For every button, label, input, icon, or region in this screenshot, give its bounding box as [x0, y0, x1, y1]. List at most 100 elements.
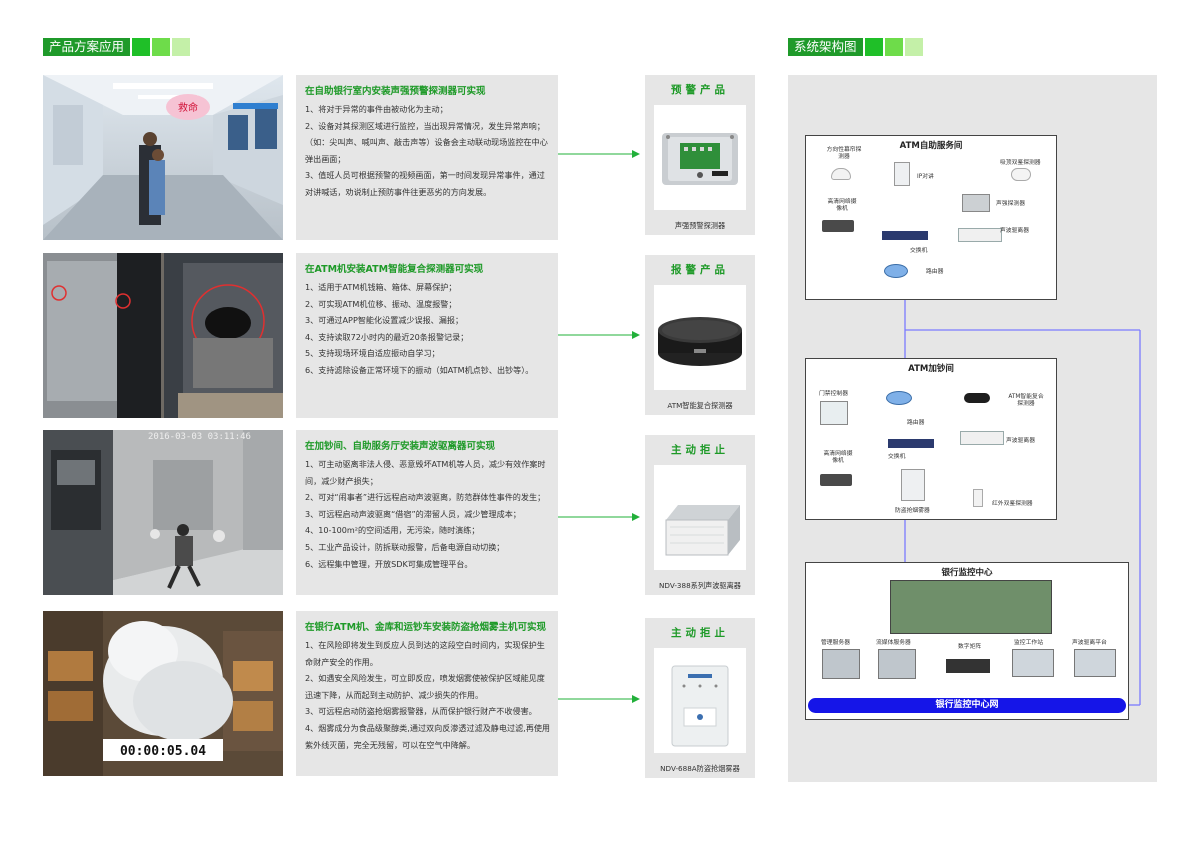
device-label: ATM智能复合探测器 — [1008, 394, 1044, 407]
monitoring-network-bus: 银行监控中心网 — [808, 698, 1126, 713]
product-name: ATM智能复合探测器 — [667, 401, 733, 410]
router-icon — [884, 264, 908, 278]
device-label: 吸顶双鉴探测器 — [1000, 160, 1041, 166]
case-title: 在ATM机安装ATM智能复合探测器可实现 — [305, 264, 484, 275]
product-category: 主动拒止 — [671, 444, 729, 456]
server-icon — [878, 649, 916, 679]
device-label: 声波驱离器 — [1006, 438, 1035, 444]
sonic-repeller-icon — [958, 228, 1002, 242]
device-label: 管理服务器 — [821, 640, 850, 646]
sound-detector-icon — [962, 194, 990, 212]
product-card: 主动拒止 NDV-688A防盗抢烟雾器 — [645, 618, 755, 778]
product-card: 主动拒止 NDV-388系列声波驱离器 — [645, 435, 755, 595]
photo-smoke-warehouse: 00:00:05.04 — [43, 611, 283, 776]
infrared-detector-icon — [973, 489, 983, 507]
header-square — [864, 38, 883, 56]
section-header-architecture: 系统架构图 — [788, 38, 923, 56]
case-line: 4、支持读取72小时内的最近20条报警记录； — [305, 331, 469, 342]
product-name: NDV-388系列声波驱离器 — [659, 581, 741, 590]
product-card: 预警产品 声强预警探测器 — [645, 75, 755, 235]
device-label: 门禁控制器 — [819, 391, 848, 397]
section-title: 产品方案应用 — [43, 38, 131, 56]
device-label: 流媒体服务器 — [876, 640, 911, 646]
room-title: ATM自助服务间 — [899, 141, 963, 151]
device-label: 声波驱离器 — [1000, 228, 1029, 234]
product-category: 主动拒止 — [671, 627, 729, 639]
header-square — [152, 38, 171, 56]
case-card: 在加钞间、自助服务厅安装声波驱离器可实现 1、可主动驱离非法人侵、恶意毁坏ATM… — [296, 430, 558, 595]
header-square — [132, 38, 151, 56]
device-label: 交换机 — [888, 454, 906, 460]
ip-intercom-icon — [894, 162, 910, 186]
case-line: 1、适用于ATM机钱箱、箱体、屏幕保护； — [305, 282, 457, 292]
case-card: 在银行ATM机、金库和运钞车安装防盗抢烟雾主机可实现 1、在风险即将发生到反应人… — [296, 611, 558, 776]
center-title: 银行监控中心 — [941, 568, 993, 578]
device-label: 高清网络摄像机 — [823, 451, 853, 464]
case-line: 3、可远程启动防盗抢烟雾报警器，从而保护银行财产不收侵害。 — [305, 706, 537, 717]
switch-icon — [888, 439, 934, 448]
case-line: 2、可对“闹事者”进行远程启动声波驱离，防范群体性事件的发生； — [305, 492, 546, 503]
digital-matrix-icon — [946, 659, 990, 673]
case-card: 在自助银行室内安装声强预警探测器可实现 1、将对于异常的事件由被动化为主动； 2… — [296, 75, 558, 240]
router-icon — [886, 391, 912, 405]
device-label: 路由器 — [926, 269, 944, 275]
sonic-repeller-icon — [960, 431, 1004, 445]
bank-monitoring-center: 银行监控中心 — [805, 562, 1129, 720]
arrow-right-icon — [558, 150, 640, 158]
case-line: 2、可实现ATM机位移、振动、温度报警； — [305, 298, 457, 309]
case-line: 2、如遇安全风险发生，可立即反应，喷发烟雾使被保护区域能见度迅速下降，从而起到主… — [305, 673, 545, 700]
access-controller-icon — [820, 401, 848, 425]
case-line: 3、可通过APP智能化设置减少误报、漏报； — [305, 315, 464, 326]
case-line: 4、烟雾成分为食品级聚醇类,通过双向反渗透过滤及静电过滤,再使用紫外线灭菌，完全… — [305, 722, 551, 750]
case-title: 在加钞间、自助服务厅安装声波驱离器可实现 — [305, 441, 496, 452]
video-wall-image — [890, 580, 1052, 634]
photo-atm-machine — [43, 253, 283, 418]
device-label: 高清网络摄像机 — [827, 199, 857, 212]
device-label: 方向性幕帘探测器 — [826, 147, 862, 160]
atm-cash-room: ATM加钞间 — [805, 358, 1057, 520]
server-icon — [822, 649, 860, 679]
arrow-right-icon — [558, 331, 640, 339]
photo-cctv-cash-room: 2016-03-03 03:11:46 — [43, 430, 283, 595]
sonic-repeller-image — [654, 465, 746, 570]
workstation-icon — [1012, 649, 1054, 677]
product-name: 声强预警探测器 — [674, 221, 726, 230]
camera-icon — [822, 220, 854, 232]
device-label: 路由器 — [907, 420, 925, 426]
smoke-generator-image — [654, 648, 746, 753]
case-line: 1、在风险即将发生到反应人员到达的这段空白时间内，实现保护生命财产安全的作用。 — [305, 640, 545, 667]
photo-self-service-bank: 救命 — [43, 75, 283, 240]
product-card: 报警产品 ATM智能复合探测器 — [645, 255, 755, 415]
product-category: 预警产品 — [671, 84, 729, 96]
case-line: 2、设备对其探测区域进行监控，当出现异常情况，发生异常声响；（如：尖叫声、喊叫声… — [305, 120, 548, 164]
sound-detector-image — [654, 105, 746, 210]
cctv-timestamp: 2016-03-03 03:11:46 — [148, 432, 251, 442]
case-line: 3、值班人员可根据预警的视频画面，第一时间发现异常事件，通过对讲喊话，劝说制止预… — [305, 170, 545, 197]
device-label: 防盗抢烟雾器 — [895, 508, 930, 514]
curtain-detector-icon — [831, 168, 851, 180]
help-bubble-text: 救命 — [178, 101, 198, 114]
video-timecode: 00:00:05.04 — [120, 744, 206, 759]
device-label: 数字矩阵 — [958, 644, 982, 650]
case-title: 在银行ATM机、金库和运钞车安装防盗抢烟雾主机可实现 — [305, 622, 547, 633]
switch-icon — [882, 231, 928, 240]
section-title: 系统架构图 — [788, 38, 863, 56]
case-line: 4、10-100m²的空间适用，无污染，随时演练； — [305, 525, 480, 536]
product-name: NDV-688A防盗抢烟雾器 — [660, 764, 740, 773]
case-line: 1、将对于异常的事件由被动化为主动； — [305, 104, 448, 114]
header-square — [884, 38, 903, 56]
device-label: 声强探测器 — [996, 201, 1025, 207]
product-category: 报警产品 — [671, 264, 729, 276]
device-label: 声波驱离平台 — [1072, 640, 1107, 646]
case-line: 6、远程集中管理，开放SDK可集成管理平台。 — [305, 558, 473, 569]
atm-detector-image — [654, 285, 746, 390]
workstation-icon — [1074, 649, 1116, 677]
header-square — [172, 38, 191, 56]
case-title: 在自助银行室内安装声强预警探测器可实现 — [305, 86, 486, 97]
case-line: 3、可远程启动声波驱离“借宿”的滞留人员，减少管理成本； — [305, 508, 521, 519]
device-label: 红外双鉴探测器 — [992, 501, 1033, 507]
section-header-solutions: 产品方案应用 — [43, 38, 191, 56]
case-line: 5、支持现场环境自适应振动自学习； — [305, 348, 440, 359]
atm-detector-icon — [964, 393, 990, 403]
case-line: 6、支持滤除设备正常环境下的振动（如ATM机点钞、出钞等）。 — [305, 364, 534, 375]
